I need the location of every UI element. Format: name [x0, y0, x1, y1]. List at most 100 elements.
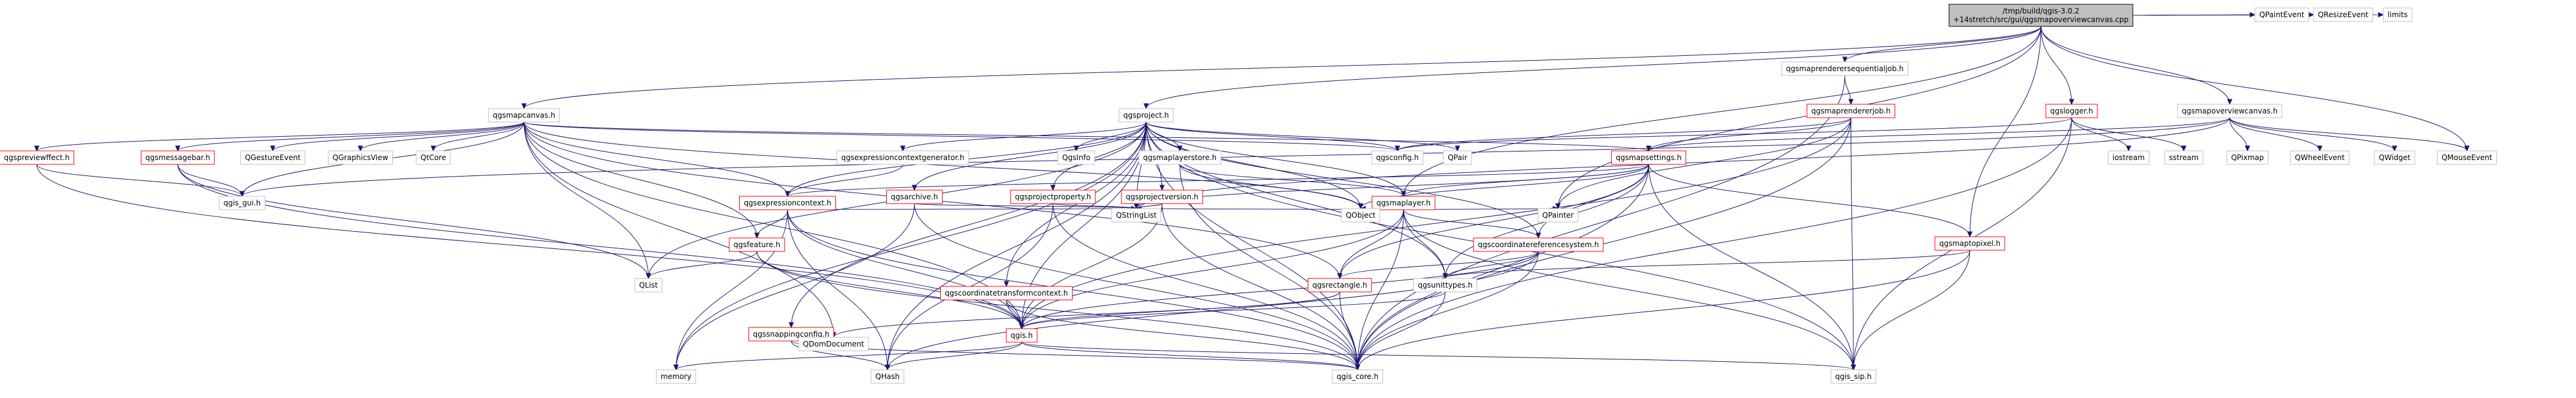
node-qgis_sip[interactable]: qgis_sip.h — [1830, 369, 1877, 384]
node-qgsmapsettings[interactable]: qgsmapsettings.h — [1611, 150, 1687, 165]
node-qgsexpressioncontextgenerator[interactable]: qgsexpressioncontextgenerator.h — [836, 150, 970, 165]
node-qgs_gui[interactable]: qgis_gui.h — [219, 196, 265, 210]
node-qgsmaprenderersequentialjob[interactable]: qgsmaprenderersequentialjob.h — [1781, 61, 1909, 76]
node-qgscoordinatereferencesystem[interactable]: qgscoordinatereferencesystem.h — [1473, 237, 1604, 252]
edge-line — [1357, 209, 1404, 370]
edge-qgsproject-to-QPair — [1146, 121, 1461, 152]
node-QList[interactable]: QList — [634, 278, 663, 293]
edge-line — [1339, 251, 1539, 279]
node-qgis[interactable]: qgis.h — [1006, 328, 1038, 343]
node-iostream[interactable]: iostream — [2108, 150, 2149, 165]
edge-line — [791, 340, 888, 370]
node-box — [1806, 104, 1896, 118]
edge-qgsmaprendererjob-to-QPainter — [1555, 117, 1852, 210]
node-qgsproject[interactable]: qgsproject.h — [1119, 108, 1174, 123]
node-label: iostream — [2113, 153, 2145, 162]
node-qgsexpressioncontext[interactable]: qgsexpressioncontext.h — [739, 196, 836, 210]
edge-arrowhead — [788, 322, 794, 329]
edge-line — [1557, 117, 1852, 209]
node-QHash[interactable]: QHash — [870, 369, 905, 384]
node-QGestureEvent[interactable]: QGestureEvent — [240, 150, 306, 165]
node-qgsmaprendererjob[interactable]: qgsmaprendererjob.h — [1806, 104, 1896, 118]
edge-line — [787, 209, 1358, 370]
edge-line — [360, 121, 525, 151]
edge-qgsmaplayer-to-qgsunittypes — [1403, 209, 1448, 280]
node-QObject[interactable]: QObject — [1341, 208, 1380, 223]
node-qgsmapcanvas[interactable]: qgsmapcanvas.h — [488, 108, 560, 123]
node-qgsarchive[interactable]: qgsarchive.h — [886, 189, 943, 204]
node-qgsprojectproperty[interactable]: qgsprojectproperty.h — [1010, 189, 1096, 204]
edge-line — [756, 251, 1022, 329]
node-label: qgsmaptopixel.h — [1939, 239, 2000, 248]
node-box — [1537, 208, 1579, 223]
node-label: QWheelEvent — [2295, 153, 2345, 162]
node-QWheelEvent[interactable]: QWheelEvent — [2290, 150, 2350, 165]
node-box — [656, 369, 696, 384]
edge-line — [1403, 209, 1539, 239]
node-qgis_core[interactable]: qgis_core.h — [1332, 369, 1383, 384]
node-QGraphicsView[interactable]: QGraphicsView — [328, 150, 393, 165]
node-qgsmaptopixel[interactable]: qgsmaptopixel.h — [1934, 236, 2005, 251]
edge-qgsmaplayerstore-to-QObject — [1179, 164, 1364, 210]
edge-qgsmapcanvas-to-qgsexpressioncontext — [523, 121, 791, 197]
edge-line — [787, 209, 1022, 329]
edge-line — [1357, 251, 1539, 370]
edge-qgsmaptopixel-to-qgsunittypes — [1442, 250, 1970, 280]
node-label: qgsmessagebar.h — [145, 153, 210, 162]
node-QPair[interactable]: QPair — [1443, 150, 1472, 165]
edge-line — [787, 164, 1649, 197]
edge-qgscoordinatereferencesystem-to-qgsrectangle — [1337, 251, 1539, 280]
edge-qgsmapoverviewcanvas_h-to-QMouseEvent — [2229, 117, 2470, 152]
node-qgslogger[interactable]: qgslogger.h — [2045, 104, 2098, 118]
node-sstream[interactable]: sstream — [2164, 150, 2203, 165]
edge-qgis-to-qgis_core — [1021, 342, 1361, 371]
node-qgsmapoverviewcanvas_h[interactable]: qgsmapoverviewcanvas.h — [2177, 104, 2282, 118]
edge-arrowhead — [1454, 145, 1461, 152]
node-qgsmaplayer[interactable]: qgsmaplayer.h — [1372, 196, 1435, 210]
node-label: qgsunittypes.h — [1418, 281, 1472, 289]
edge-arrowhead — [2126, 145, 2132, 152]
node-qgsmaplayerstore[interactable]: qgsmaplayerstore.h — [1138, 150, 1222, 165]
edge-line — [1648, 164, 1854, 370]
node-box — [2437, 150, 2497, 165]
node-QWidget[interactable]: QWidget — [2374, 150, 2415, 165]
edge-arrowhead — [785, 191, 791, 197]
edge-line — [1339, 209, 1404, 279]
node-QResizeEvent[interactable]: QResizeEvent — [2313, 7, 2373, 22]
node-QtCore[interactable]: QtCore — [416, 150, 451, 165]
edge-line — [1021, 209, 1404, 329]
edge-line — [1076, 121, 1147, 151]
node-qgsprojectversion[interactable]: qgsprojectversion.h — [1121, 189, 1203, 204]
node-label: qgis_gui.h — [224, 199, 261, 207]
node-qgsconfig[interactable]: qgsconfig.h — [1371, 150, 1424, 165]
edge-arrowhead — [1850, 364, 1856, 371]
node-qgsfeature[interactable]: qgsfeature.h — [729, 237, 785, 252]
node-qgsrectangle[interactable]: qgsrectangle.h — [1307, 278, 1372, 293]
node-qgscoordinatetransformcontext[interactable]: qgscoordinatetransformcontext.h — [940, 286, 1073, 300]
node-QPixmap[interactable]: QPixmap — [2226, 150, 2269, 165]
edge-line — [1844, 26, 2042, 63]
node-label: qgspreviewffect.h — [4, 153, 69, 162]
node-QPaintEvent[interactable]: QPaintEvent — [2254, 7, 2309, 22]
edge-qgsexpressioncontext-to-qgsfeature — [754, 209, 788, 239]
node-label: QList — [639, 281, 658, 289]
node-box — [634, 278, 663, 293]
node-box — [836, 150, 970, 165]
node-QgsInfo[interactable]: QgsInfo — [1057, 150, 1095, 165]
node-qgspreviewe[interactable]: qgspreviewffect.h — [0, 150, 75, 165]
node-qgsmessagebar[interactable]: qgsmessagebar.h — [140, 150, 215, 165]
node-qgsunittypes[interactable]: qgsunittypes.h — [1413, 278, 1478, 293]
node-QMouseEvent[interactable]: QMouseEvent — [2437, 150, 2497, 165]
edge-line — [914, 203, 1137, 209]
node-box — [1934, 236, 2005, 251]
edge-arrowhead — [645, 273, 652, 280]
node-limits[interactable]: limits — [2383, 7, 2412, 22]
node-QPainter[interactable]: QPainter — [1537, 208, 1579, 223]
node-memory[interactable]: memory — [656, 369, 696, 384]
node-QDomDocument[interactable]: QDomDocument — [798, 337, 869, 351]
node-QStringList[interactable]: QStringList — [1111, 208, 1161, 223]
node-root[interactable]: /tmp/build/qgis-3.0.2+14stretch/src/gui/… — [1948, 4, 2133, 27]
edge-qgsproject-to-qgsarchive — [911, 121, 1147, 191]
edge-qgsmapcanvas-to-QGestureEvent — [270, 121, 525, 152]
